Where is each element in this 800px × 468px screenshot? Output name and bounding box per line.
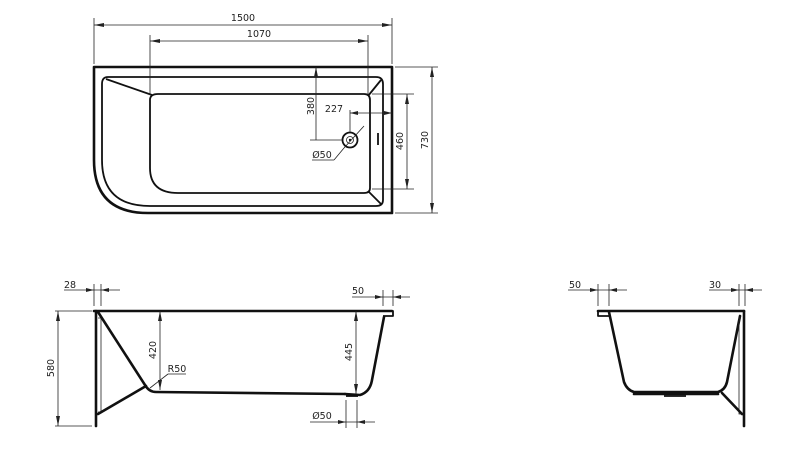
end-basin-outline — [607, 310, 742, 394]
side-basin-wall-right — [343, 315, 386, 397]
leader-line — [333, 147, 345, 161]
drain-icon — [341, 131, 359, 149]
dim-label-50-end: 50 — [569, 280, 581, 291]
top-rim-outline — [101, 76, 384, 207]
side-rim-lip — [383, 310, 394, 317]
arrow — [384, 111, 392, 115]
arrow — [158, 380, 162, 390]
dim-label-380: 380 — [306, 97, 317, 115]
dim-label-730: 730 — [420, 131, 431, 149]
top-view: 1500 1070 380 227 Ø50 460 — [92, 13, 438, 215]
dim-label-50-side: 50 — [352, 286, 364, 297]
arrow — [94, 23, 104, 27]
dim-label-227: 227 — [325, 104, 343, 115]
top-outer-outline — [92, 65, 394, 215]
dim-label-drain-diameter-side: Ø50 — [312, 411, 332, 422]
arrow — [354, 384, 358, 394]
side-view: 28 50 580 420 R50 445 Ø50 — [46, 280, 410, 428]
side-support-strut — [96, 384, 148, 416]
end-support-strut — [720, 391, 744, 416]
end-apron-inner — [738, 317, 741, 415]
top-basin-outline — [149, 93, 371, 194]
arrow — [338, 420, 346, 424]
arrow — [731, 288, 739, 292]
arrow — [354, 311, 358, 321]
dim-label-1070: 1070 — [247, 29, 271, 40]
arrow — [350, 111, 358, 115]
arrow — [86, 288, 94, 292]
arrow — [101, 288, 109, 292]
arrow — [357, 420, 365, 424]
arrow — [590, 288, 598, 292]
side-apron-inner — [98, 317, 102, 413]
dim-label-28: 28 — [64, 280, 76, 291]
arrow — [382, 23, 392, 27]
arrow — [314, 67, 318, 77]
arrow — [405, 179, 409, 189]
arrow — [430, 67, 434, 77]
dim-label-445: 445 — [344, 343, 355, 361]
arrow — [358, 39, 368, 43]
side-basin-wall-left — [96, 310, 347, 396]
arrow — [393, 295, 401, 299]
dim-label-r50: R50 — [168, 364, 187, 375]
arrow — [375, 295, 383, 299]
dim-label-drain-diameter: Ø50 — [312, 150, 332, 161]
arrow — [56, 311, 60, 321]
dim-label-580: 580 — [46, 359, 57, 377]
top-chamfer-left — [105, 78, 153, 96]
arrow — [430, 203, 434, 213]
arrow — [745, 288, 753, 292]
top-chamfer-top-right — [367, 79, 382, 97]
arrow — [405, 94, 409, 104]
dim-label-1500: 1500 — [231, 13, 255, 24]
dim-label-30: 30 — [709, 280, 721, 291]
end-rim-lip-left — [597, 310, 609, 317]
leader-line — [343, 125, 365, 149]
drain-inner — [346, 136, 354, 144]
end-view: 50 30 — [568, 280, 762, 428]
top-chamfer-bottom-right — [367, 190, 382, 205]
leader-line — [149, 373, 169, 389]
arrow — [158, 311, 162, 321]
dim-label-460: 460 — [395, 132, 406, 150]
arrow — [150, 39, 160, 43]
dim-label-420: 420 — [148, 341, 159, 359]
arrow — [609, 288, 617, 292]
arrow — [56, 416, 60, 426]
